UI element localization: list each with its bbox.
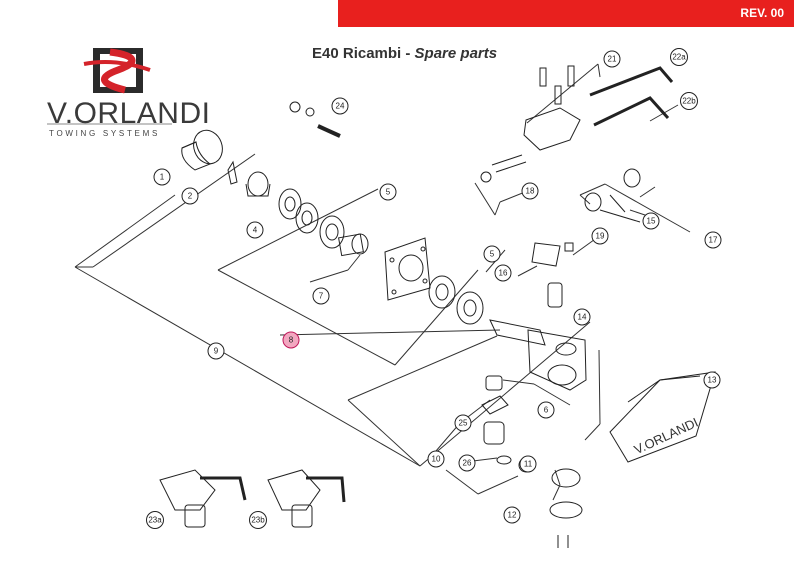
revision-label: REV. 00: [740, 6, 784, 20]
callout-label-9: 9: [214, 347, 219, 356]
callout-label-4: 4: [253, 226, 258, 235]
callout-label-5: 5: [386, 188, 391, 197]
part-assembly-23b-icon: [267, 469, 346, 528]
callout-circle-15: [642, 212, 660, 230]
brand-tagline: TOWING SYSTEMS: [49, 129, 160, 138]
callout-circle-18: [521, 182, 539, 200]
callout-circle-21: [603, 50, 621, 68]
callout-label-7: 7: [319, 292, 324, 301]
callout-circle-4: [246, 221, 264, 239]
callout-circle-19: [591, 227, 609, 245]
callout-label-18: 18: [526, 187, 535, 196]
callout-label-19: 19: [596, 232, 605, 241]
callout-circle-1: [153, 168, 171, 186]
callout-circle-2: [181, 187, 199, 205]
callout-circle-7: [312, 287, 330, 305]
callout-label-25: 25: [459, 419, 468, 428]
brand-logo-icon: [83, 48, 151, 94]
callout-circle-6: [537, 401, 555, 419]
callout-circle-25: [454, 414, 472, 432]
callout-circle-8: [282, 331, 300, 349]
callout-circle-5: [379, 183, 397, 201]
callout-circle-11: [519, 455, 537, 473]
callout-label-8: 8: [289, 336, 294, 345]
part-cap-icon: [181, 129, 223, 171]
callout-circle-10: [427, 450, 445, 468]
part-valve-assembly-icon: [523, 65, 581, 151]
callout-label-23a: 23a: [148, 516, 162, 525]
callout-label-11: 11: [524, 460, 533, 469]
callout-label-23b: 23b: [251, 516, 265, 525]
callout-circle-14: [573, 308, 591, 326]
callout-label-15: 15: [647, 217, 656, 226]
title-italic: Spare parts: [414, 45, 498, 62]
callout-label-1: 1: [160, 173, 165, 182]
callout-label-14: 14: [578, 313, 587, 322]
callout-label-6: 6: [544, 406, 549, 415]
callout-label-12: 12: [508, 511, 517, 520]
callout-label-10: 10: [432, 455, 441, 464]
page-title: E40 Ricambi - Spare parts: [312, 45, 497, 62]
callout-label-2: 2: [188, 192, 193, 201]
part-assembly-23a-icon: [159, 469, 247, 528]
callout-label-16: 16: [499, 269, 508, 278]
callout-circle-9: [207, 342, 225, 360]
callout-label-5: 5: [490, 250, 495, 259]
cover-brand-text: V.ORLANDI: [632, 415, 701, 458]
part-bearing-icon: [278, 188, 369, 257]
part-castle-nut-icon: [245, 171, 271, 197]
brand-name: V.ORLANDI: [47, 97, 211, 130]
callout-circle-22a: [670, 48, 688, 66]
callout-label-13: 13: [708, 376, 717, 385]
callout-circle-13: [703, 371, 721, 389]
callout-circle-26: [458, 454, 476, 472]
header-bar: REV. 00: [338, 0, 794, 27]
callout-circle-24: [331, 97, 349, 115]
callout-label-22a: 22a: [672, 53, 686, 62]
callout-label-22b: 22b: [682, 97, 696, 106]
callout-circle-12: [503, 506, 521, 524]
title-main: E40 Ricambi -: [312, 45, 415, 62]
callout-label-24: 24: [336, 102, 345, 111]
callout-circle-23a: [146, 511, 164, 529]
callout-circle-16: [494, 264, 512, 282]
part-flange-icon: [384, 237, 431, 301]
callout-label-21: 21: [608, 55, 617, 64]
callout-circle-5: [483, 245, 501, 263]
part-coupling-head-icon: [489, 319, 587, 391]
part-cover-icon: [609, 371, 716, 463]
callout-label-26: 26: [463, 459, 472, 468]
callout-circle-22b: [680, 92, 698, 110]
callout-label-17: 17: [709, 236, 718, 245]
callout-circle-17: [704, 231, 722, 249]
callout-circle-23b: [249, 511, 267, 529]
